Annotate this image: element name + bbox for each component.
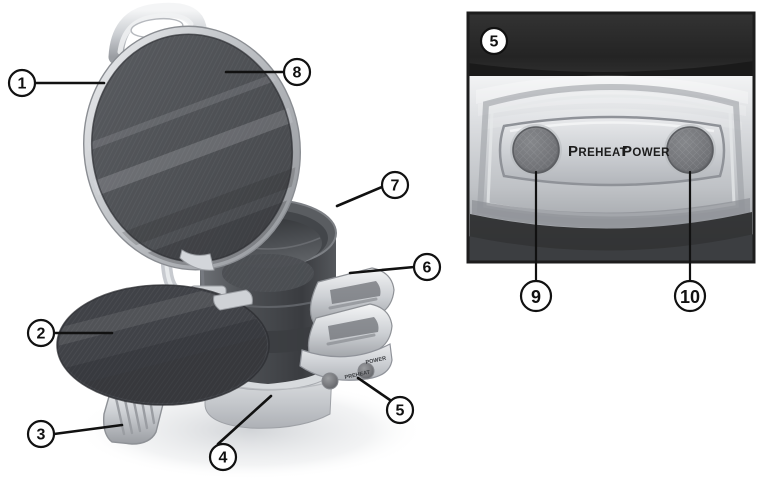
power-label: POWER	[622, 143, 670, 160]
leader-4	[216, 394, 273, 446]
preheat-light-small[interactable]	[321, 372, 339, 390]
callout-2[interactable]: 2	[26, 318, 56, 348]
preheat-label-small: PREHEAT	[344, 370, 371, 381]
power-light-small[interactable]	[357, 362, 375, 380]
callout-4[interactable]: 4	[208, 442, 238, 472]
callout-9[interactable]: 9	[519, 279, 553, 313]
callout-6[interactable]: 6	[412, 252, 442, 282]
callout-8[interactable]: 8	[282, 57, 312, 87]
leader-5	[356, 376, 392, 402]
power-light[interactable]	[664, 124, 716, 176]
side-handles	[307, 267, 395, 363]
inset-detail-panel: PREHEAT POWER	[466, 11, 756, 264]
callout-10[interactable]: 10	[673, 279, 707, 313]
callout-1[interactable]: 1	[7, 68, 37, 98]
leader-6	[348, 265, 416, 275]
leader-lines	[33, 70, 692, 446]
power-label-small: POWER	[365, 356, 387, 366]
preheat-label: PREHEAT	[568, 143, 627, 160]
leader-3	[52, 423, 124, 436]
leader-7	[335, 185, 384, 208]
inset-top-band	[468, 13, 754, 76]
callout-5[interactable]: 5	[385, 395, 415, 425]
callout-7[interactable]: 7	[380, 170, 410, 200]
preheat-light[interactable]	[510, 124, 562, 176]
control-panel[interactable]: PREHEAT POWER	[299, 343, 393, 390]
callout-3[interactable]: 3	[26, 419, 56, 449]
inset-badge-5[interactable]: 5	[479, 26, 509, 56]
